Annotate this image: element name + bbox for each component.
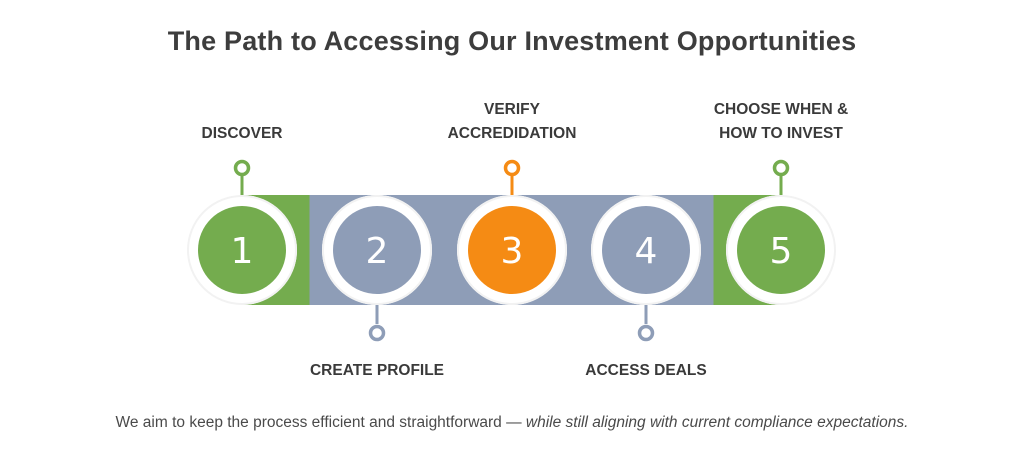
step-label-2: CREATE PROFILE — [310, 362, 444, 379]
step-halo-2 — [322, 195, 432, 305]
step-label-line: CHOOSE WHEN & — [714, 101, 848, 118]
footer-note: We aim to keep the process efficient and… — [0, 414, 1024, 432]
step-circle-4 — [602, 206, 690, 294]
step-nodes: 1 2 3 4 5 — [187, 195, 836, 305]
step-number-2: 2 — [366, 231, 389, 272]
step-label-line: HOW TO INVEST — [719, 125, 843, 142]
step-label-line: DISCOVER — [202, 125, 283, 142]
connector-dot-5 — [772, 159, 790, 177]
connector-dot-1 — [233, 159, 251, 177]
step-circle-1 — [198, 206, 286, 294]
step-number-5: 5 — [770, 231, 793, 272]
step-circle-5 — [737, 206, 825, 294]
step-halo-3 — [457, 195, 567, 305]
step-label-line: CREATE PROFILE — [310, 362, 444, 379]
step-number-3: 3 — [501, 231, 524, 272]
step-label-line: ACCREDIDATION — [448, 125, 577, 142]
step-label-5: CHOOSE WHEN & HOW TO INVEST — [714, 101, 848, 142]
step-label-line: VERIFY — [484, 101, 541, 118]
step-halo-1 — [187, 195, 297, 305]
connector-dot-2 — [368, 324, 386, 342]
step-number-1: 1 — [231, 231, 254, 272]
step-number-4: 4 — [635, 231, 658, 272]
step-halo-5 — [726, 195, 836, 305]
step-label-3: VERIFY ACCREDIDATION — [448, 101, 577, 142]
step-label-1: DISCOVER — [202, 125, 283, 142]
step-connectors — [233, 159, 790, 342]
connector-dot-3 — [503, 159, 521, 177]
step-label-line: ACCESS DEALS — [585, 362, 706, 379]
footer-italic-text: while still aligning with current compli… — [525, 414, 909, 431]
footer-plain-text: We aim to keep the process efficient and… — [115, 414, 526, 431]
step-circle-3 — [468, 206, 556, 294]
connector-dot-4 — [637, 324, 655, 342]
step-circle-2 — [333, 206, 421, 294]
diagram-title: The Path to Accessing Our Investment Opp… — [167, 26, 857, 56]
step-halo-4 — [591, 195, 701, 305]
step-labels: DISCOVER CREATE PROFILE VERIFY ACCREDIDATIO… — [202, 101, 849, 379]
step-label-4: ACCESS DEALS — [585, 362, 706, 379]
